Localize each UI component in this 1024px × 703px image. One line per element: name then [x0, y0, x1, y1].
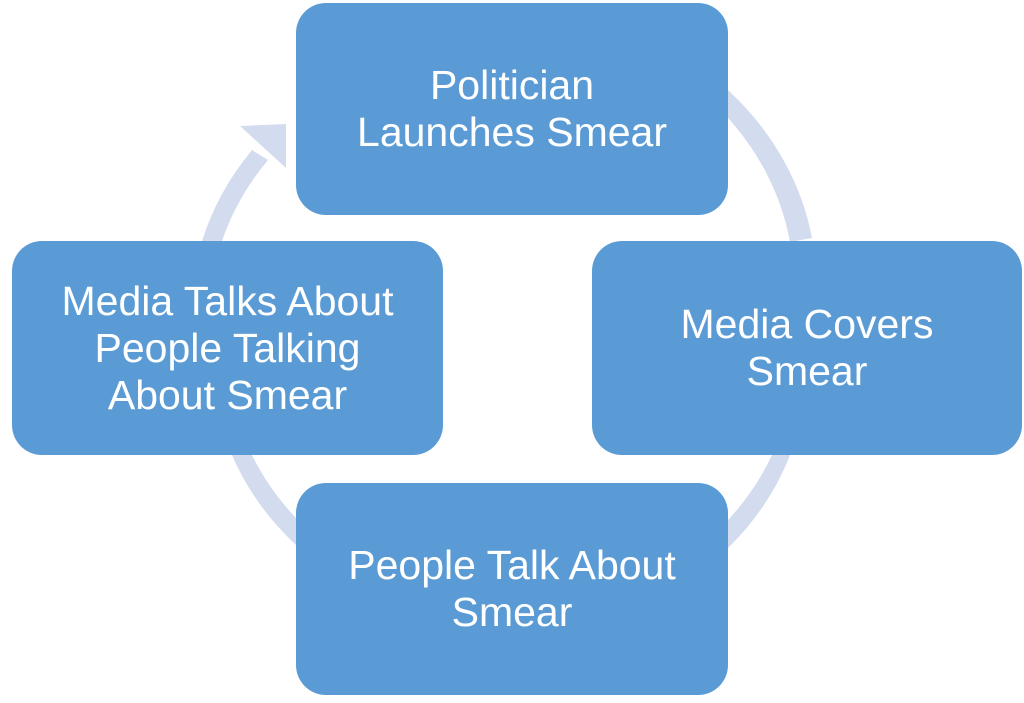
- node-label-line: Smear: [746, 348, 868, 394]
- cycle-node-people-talk-about-smear: People Talk About Smear: [296, 483, 728, 695]
- cycle-arc-right-bottom: [728, 455, 790, 548]
- cycle-node-media-covers-smear: Media Covers Smear: [592, 241, 1022, 455]
- node-label: Politician Launches Smear: [357, 62, 667, 156]
- cycle-node-media-talks-about-people-talking: Media Talks About People Talking About S…: [12, 241, 443, 455]
- cycle-node-politician-launches-smear: Politician Launches Smear: [296, 3, 728, 215]
- node-label-line: People Talking: [94, 324, 361, 371]
- node-label: People Talk About Smear: [348, 542, 676, 636]
- node-label-line: Politician: [429, 62, 595, 108]
- node-label: Media Talks About People Talking About S…: [61, 278, 393, 419]
- cycle-arc-top-right: [728, 90, 812, 242]
- cycle-arrowhead: [240, 124, 286, 168]
- node-label-line: Media Covers: [680, 301, 934, 347]
- node-label-line: About Smear: [107, 371, 348, 418]
- node-label-line: People Talk About: [348, 542, 676, 588]
- node-label-line: Smear: [451, 589, 573, 635]
- cycle-arc-bottom-left: [232, 455, 296, 545]
- node-label: Media Covers Smear: [681, 301, 934, 395]
- node-label-line: Media Talks About: [61, 277, 394, 324]
- cycle-arc-left-top: [202, 150, 268, 241]
- node-label-line: Launches Smear: [357, 109, 667, 155]
